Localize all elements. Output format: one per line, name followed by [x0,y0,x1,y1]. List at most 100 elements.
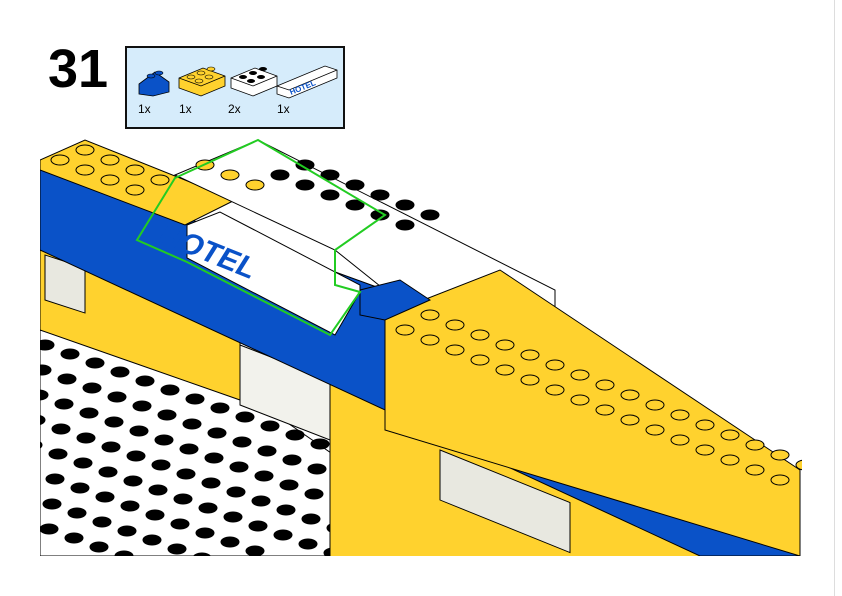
stud [64,532,84,544]
stud [160,384,180,396]
step-number: 31 [48,39,109,99]
stud [295,159,315,171]
stud [276,504,296,516]
stud [295,179,315,191]
upper-yellow-wall-right [384,269,801,556]
stud [795,459,802,471]
stud [395,199,415,211]
stud [745,439,765,451]
stud [495,364,515,376]
stud [695,444,715,456]
blue-slope-part [138,70,170,97]
stud [85,357,105,369]
stud [123,475,143,487]
stud [142,534,162,546]
stud [285,429,305,441]
stud [135,375,155,387]
stud [420,309,440,321]
stud [179,443,199,455]
parts-callout: HOTEL 1x 1x 2x 1x [125,46,345,129]
stud [720,429,740,441]
stud [273,529,293,541]
stud [595,379,615,391]
stud [75,164,95,176]
stud [204,452,224,464]
stud [645,399,665,411]
stud [150,174,170,186]
stud [126,450,146,462]
stud [207,427,227,439]
qty-yellow-brick: 1x [179,102,192,116]
stud [770,474,790,486]
stud [345,199,365,211]
yellow-brick-part [178,66,226,97]
stud [201,477,221,489]
stud [520,349,540,361]
stud [229,461,249,473]
stud [148,484,168,496]
stud [40,389,49,401]
stud [198,502,218,514]
stud [145,509,165,521]
stud [76,432,96,444]
stud [125,164,145,176]
stud [70,482,90,494]
stud [167,543,187,555]
stud [110,366,130,378]
stud [420,334,440,346]
stud [226,486,246,498]
stud [75,144,95,156]
blue-slope-small [359,279,432,321]
stud [176,468,196,480]
stud [45,473,65,485]
stud [132,400,152,412]
upper-yellow-top-left [40,139,237,226]
qty-blue-slope: 1x [138,102,151,116]
stud [95,491,115,503]
stud [101,441,121,453]
stud [48,448,68,460]
stud [445,319,465,331]
stud [304,488,324,500]
stud [40,523,59,535]
stud [73,457,93,469]
stud [257,445,277,457]
new-parts-highlight [135,138,387,337]
stud [125,184,145,196]
stud [220,536,240,548]
stud [320,189,340,201]
stud [42,498,62,510]
stud [695,419,715,431]
stud [182,418,202,430]
stud [120,500,140,512]
stud [40,364,52,376]
stud [282,454,302,466]
stud [370,209,390,221]
stud [254,470,274,482]
stud [770,449,790,461]
stud [245,545,265,556]
stud [107,391,127,403]
stud [185,393,205,405]
window-right [439,449,571,554]
stud [279,479,299,491]
qty-white-brick: 2x [228,102,241,116]
stud [117,525,137,537]
stud [248,520,268,532]
stud [40,415,46,425]
stud [54,398,74,410]
stud [270,169,290,181]
white-brick-part [230,67,278,97]
stud [545,359,565,371]
stud [251,495,271,507]
stud [745,464,765,476]
stud [235,411,255,423]
stud [445,344,465,356]
stud [129,425,149,437]
stud [18,490,36,500]
stud [320,169,340,181]
stud [232,436,252,448]
stud [60,348,80,360]
stud [301,513,321,525]
stud [100,174,120,186]
